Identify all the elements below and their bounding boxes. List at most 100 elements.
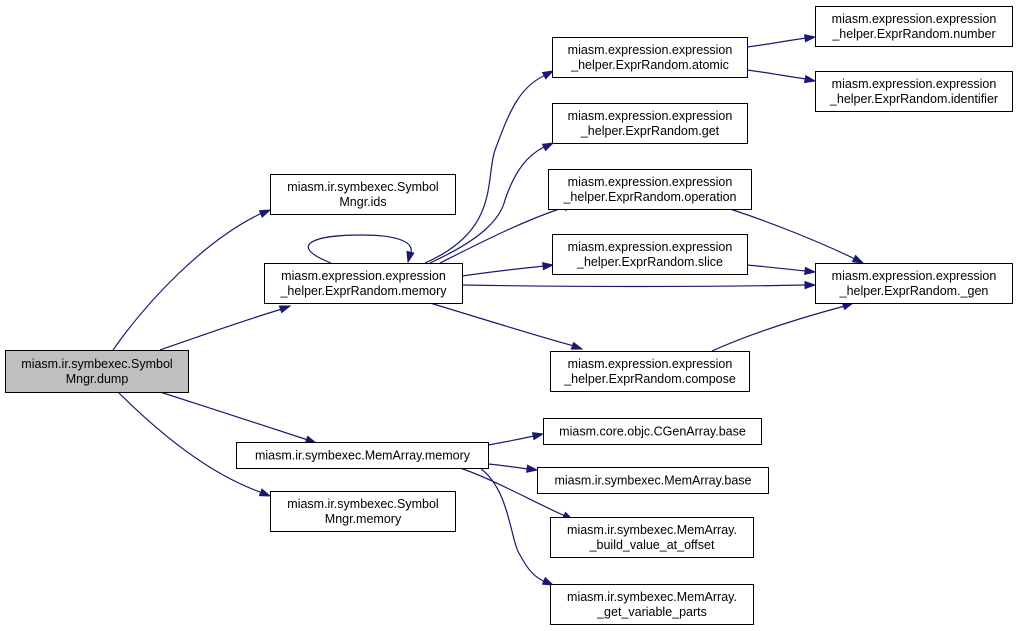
node-label-line: miasm.expression.expression — [281, 269, 446, 283]
edge-er_atomic-to-er_number — [746, 34, 817, 48]
node-er-get[interactable]: miasm.expression.expression_helper.ExprR… — [552, 103, 748, 144]
node-er-memory[interactable]: miasm.expression.expression_helper.ExprR… — [264, 263, 463, 304]
edge-line — [711, 305, 846, 352]
node-label-line: Mngr.ids — [339, 195, 386, 209]
node-label-line: miasm.expression.expression — [832, 77, 997, 91]
edge-line — [487, 435, 535, 446]
node-label-line: _helper.ExprRandom.slice — [576, 255, 723, 269]
node-box — [552, 103, 748, 144]
node-box — [552, 234, 748, 275]
node-label-line: Mngr.memory — [325, 512, 402, 526]
edge-line — [461, 284, 807, 288]
node-box — [815, 263, 1013, 304]
edge-line — [746, 69, 807, 80]
edge-line — [307, 234, 412, 264]
edge-line — [159, 391, 309, 441]
arrowhead — [541, 70, 555, 80]
node-ma-base[interactable]: miasm.ir.symbexec.MemArray.base — [537, 467, 769, 494]
arrowhead — [406, 250, 415, 264]
node-label-line: miasm.core.objc.CGenArray.base — [559, 425, 746, 439]
node-label-line: _helper.ExprRandom.atomic — [570, 58, 729, 72]
edge-line — [159, 308, 283, 351]
node-label-line: miasm.expression.expression — [832, 269, 997, 283]
arrowhead — [542, 262, 555, 271]
edge-ma_memory-to-ma_getvar — [479, 467, 555, 586]
node-box — [537, 467, 769, 494]
edges-layer — [112, 34, 865, 586]
node-label-line: miasm.ir.symbexec.Symbol — [21, 357, 172, 371]
edge-er_memory-to-er_get — [429, 142, 555, 264]
edge-line — [117, 391, 261, 493]
node-er-operation[interactable]: miasm.expression.expression_helper.ExprR… — [548, 169, 752, 210]
arrowhead — [804, 280, 817, 290]
edge-dump-to-sm_ids — [112, 209, 272, 351]
node-box — [548, 169, 752, 210]
edge-er_memory-to-er_atomic — [424, 70, 555, 264]
node-er-slice[interactable]: miasm.expression.expression_helper.ExprR… — [552, 234, 748, 275]
edge-line — [746, 264, 807, 272]
node-label-line: miasm.ir.symbexec.MemArray. — [567, 523, 737, 537]
edge-line — [729, 208, 856, 260]
arrowhead — [541, 576, 555, 586]
node-er-gen[interactable]: miasm.expression.expression_helper.ExprR… — [815, 263, 1013, 304]
arrowhead — [541, 142, 555, 152]
arrowhead — [804, 34, 817, 43]
edge-ma_memory-to-ma_base — [487, 463, 539, 473]
node-box — [236, 442, 489, 469]
node-label-line: miasm.ir.symbexec.MemArray.memory — [255, 449, 471, 463]
node-box — [5, 350, 189, 393]
arrowhead — [526, 464, 539, 473]
node-box — [550, 517, 754, 558]
node-label-line: _helper.ExprRandom.number — [831, 27, 995, 41]
node-label-line: miasm.expression.expression — [568, 109, 733, 123]
node-cg-base[interactable]: miasm.core.objc.CGenArray.base — [543, 418, 762, 445]
node-label-line: miasm.ir.symbexec.Symbol — [287, 180, 438, 194]
node-er-identifier[interactable]: miasm.expression.expression_helper.ExprR… — [815, 71, 1013, 112]
edge-line — [461, 265, 546, 277]
node-label-line: miasm.expression.expression — [568, 357, 733, 371]
arrowhead — [258, 209, 272, 218]
arrowhead — [531, 432, 545, 441]
arrowhead — [803, 74, 817, 84]
edge-dump-to-sm_memory — [117, 391, 272, 497]
node-ma-build[interactable]: miasm.ir.symbexec.MemArray._build_value_… — [550, 517, 754, 558]
node-ma-memory[interactable]: miasm.ir.symbexec.MemArray.memory — [236, 442, 489, 469]
node-box — [815, 71, 1013, 112]
node-label-line: miasm.ir.symbexec.MemArray. — [567, 590, 737, 604]
edge-er_slice-to-er_gen — [746, 264, 817, 276]
node-er-number[interactable]: miasm.expression.expression_helper.ExprR… — [815, 6, 1013, 47]
edge-er_memory-to-er_memory — [307, 234, 415, 264]
node-ma-getvar[interactable]: miasm.ir.symbexec.MemArray._get_variable… — [550, 584, 754, 625]
node-label-line: miasm.expression.expression — [568, 175, 733, 189]
node-er-atomic[interactable]: miasm.expression.expression_helper.ExprR… — [552, 37, 748, 78]
node-label-line: miasm.ir.symbexec.Symbol — [287, 497, 438, 511]
node-label-line: _helper.ExprRandom.compose — [563, 372, 736, 386]
edge-er_compose-to-er_gen — [711, 302, 855, 352]
edge-er_memory-to-er_compose — [429, 302, 584, 350]
node-box — [543, 418, 762, 445]
edge-dump-to-er_memory — [159, 305, 292, 351]
arrowhead — [851, 254, 865, 264]
edge-dump-to-ma_memory — [159, 391, 318, 444]
node-label-line: _helper.ExprRandom.operation — [562, 190, 736, 204]
node-box — [815, 6, 1013, 47]
edge-line — [459, 467, 566, 517]
edge-er_atomic-to-er_identifier — [746, 69, 817, 84]
node-box — [550, 351, 750, 392]
node-label-line: Mngr.dump — [66, 372, 129, 386]
node-box — [264, 263, 463, 304]
node-box — [552, 37, 748, 78]
edge-line — [429, 302, 575, 347]
node-er-compose[interactable]: miasm.expression.expression_helper.ExprR… — [550, 351, 750, 392]
node-label-line: _build_value_at_offset — [589, 538, 715, 552]
node-label-line: miasm.expression.expression — [568, 43, 733, 57]
arrowhead — [570, 341, 584, 350]
node-box — [270, 491, 456, 532]
node-label-line: miasm.expression.expression — [568, 240, 733, 254]
edge-line — [429, 146, 545, 264]
node-label-line: _helper.ExprRandom.get — [580, 124, 720, 138]
node-label-line: _helper.ExprRandom._gen — [839, 284, 989, 298]
